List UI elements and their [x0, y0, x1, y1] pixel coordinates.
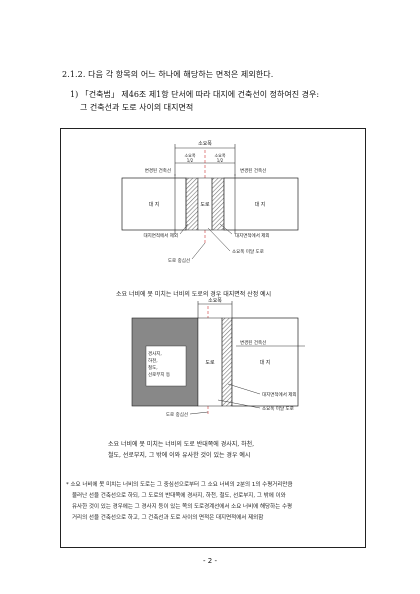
f1-left-line: 변경된 건축선: [145, 167, 171, 174]
svg-text:선로부지 등: 선로부지 등: [148, 371, 170, 378]
figure2-caption-1: 소요 너비에 못 미치는 너비의 도로 반대쪽에 경사지, 하천,: [108, 441, 255, 448]
f2-line-label: 변경된 건축선: [240, 339, 266, 346]
figure2-diagram: 소요폭 경사지, 하천, 철도, 선로부지 등 도로 대 지 변경된 건축선 대…: [131, 298, 305, 418]
f1-under-road: 소요폭 미달 도로: [232, 248, 264, 255]
f2-road-label: 도로: [205, 360, 215, 366]
svg-text:소요폭: 소요폭: [184, 153, 195, 158]
note-line-2: 물러난 선을 건축선으로 하되, 그 도로의 반대쪽에 경사지, 하천, 철도,…: [72, 493, 286, 499]
note-line-3: 유사한 것이 있는 경우에는 그 경사지 등이 있는 쪽의 도로경계선에서 소요…: [72, 504, 293, 510]
f2-excluded: 대지면적에서 제외: [262, 391, 297, 398]
note-line-1: * 소요 너비에 못 미치는 너비의 도로는 그 중심선으로부터 그 소요 너비…: [66, 482, 293, 488]
f1-right-excluded: 대지면적에서 제외: [235, 232, 270, 239]
section-heading: 2.1.2. 다음 각 항목의 어느 하나에 해당하는 면적은 제외한다.: [62, 70, 274, 79]
f1-left-excluded: 대지면적에서 제외: [143, 232, 178, 239]
figure1-caption: 소요 너비에 못 미치는 너비의 도로의 경우 대지면적 산정 예시: [116, 291, 272, 298]
figure-box: [60, 128, 366, 548]
f2-center-line: 도로 중심선: [166, 411, 188, 418]
figure2-caption-2: 철도, 선로부지, 그 밖에 이와 유사한 것이 있는 경우 예시: [108, 452, 251, 459]
f1-center-line: 도로 중심선: [168, 257, 190, 264]
item-line-2: 그 건축선과 도로 사이의 대지면적: [80, 103, 194, 112]
figure1-diagram: 소요폭 소요폭 1/2 소요폭 1/2 도로 대 지 대 지 변경된 건축선 변…: [121, 141, 299, 264]
f2-site-label: 대 지: [260, 359, 271, 366]
page-number: - 2 -: [203, 557, 217, 565]
svg-text:경사지,: 경사지,: [148, 350, 162, 357]
item-line-1: 1) 「건축법」 제46조 제1항 단서에 따라 대지에 건축선이 정하여진 경…: [70, 90, 320, 99]
svg-text:하천,: 하천,: [148, 357, 158, 364]
f1-right-line: 변경된 건축선: [240, 167, 266, 174]
note-line-4: 거리의 선을 건축선으로 하고, 그 건축선과 도로 사이의 면적은 대지면적에…: [72, 515, 264, 521]
f1-min-width-label: 소요폭: [198, 141, 212, 147]
svg-text:1/2: 1/2: [217, 158, 224, 163]
f1-left-site: 대 지: [149, 201, 160, 208]
f2-min-width-label: 소요폭: [208, 298, 222, 304]
svg-text:소요폭: 소요폭: [214, 153, 225, 158]
f1-road-label: 도로: [200, 202, 210, 208]
svg-text:1/2: 1/2: [187, 158, 194, 163]
svg-text:철도,: 철도,: [148, 364, 158, 371]
f1-right-site: 대 지: [255, 201, 266, 208]
f2-under-road: 소요폭 미달 도로: [262, 405, 294, 412]
